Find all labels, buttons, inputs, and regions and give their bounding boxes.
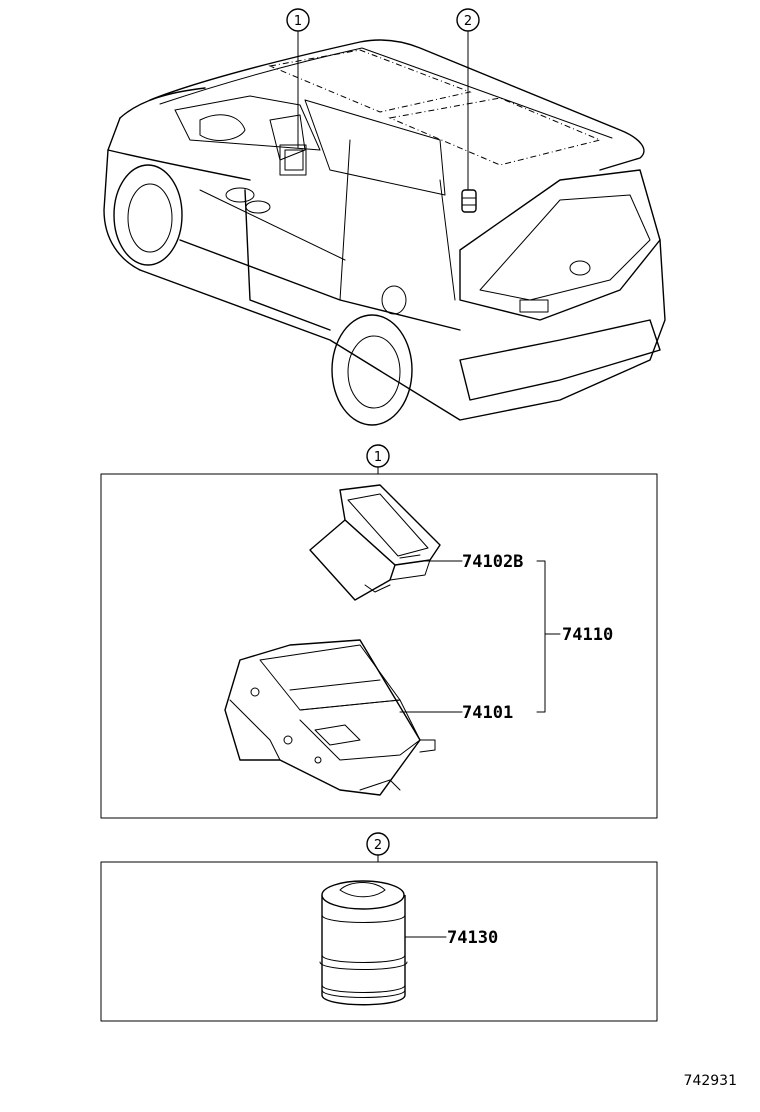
panel-2-frame <box>100 861 658 1022</box>
panel-1-callout-label: 1 <box>374 450 382 465</box>
part-74110-label: 74110 <box>562 625 613 645</box>
diagram-number: 742931 <box>684 1073 737 1089</box>
cup-holder-insert-drawing <box>309 484 441 601</box>
console-housing-drawing <box>224 639 436 796</box>
callout-2-circle <box>456 8 480 32</box>
panel-2-callout-label: 2 <box>374 838 382 853</box>
callout-1-circle <box>286 8 310 32</box>
cup-holder-cylinder-drawing <box>319 880 408 1006</box>
panel-1-frame <box>100 473 658 819</box>
part-74130-label: 74130 <box>447 928 498 948</box>
vehicle-illustration <box>103 39 666 426</box>
part-74101-label: 74101 <box>462 703 513 723</box>
callout-2-label: 2 <box>464 14 472 29</box>
callout-1-label: 1 <box>294 14 302 29</box>
part-74102B-label: 74102B <box>462 552 523 572</box>
